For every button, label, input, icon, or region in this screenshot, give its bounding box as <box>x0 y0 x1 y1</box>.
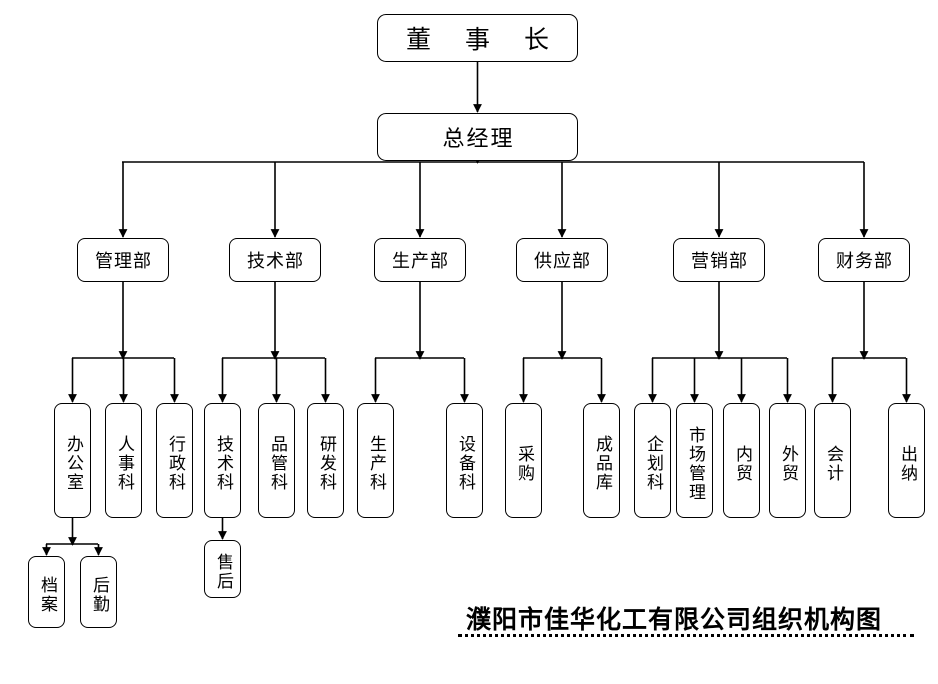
org-node-chairman: 董 事 长 <box>377 14 578 62</box>
org-node-label: 内贸 <box>732 444 752 483</box>
org-node-t_service: 售后 <box>204 540 241 598</box>
org-node-label: 售后 <box>213 553 233 591</box>
org-node-s_acct: 会计 <box>814 403 851 518</box>
org-node-label: 技术科 <box>213 435 233 492</box>
org-node-s_prodsec: 生产科 <box>357 403 394 518</box>
org-node-label: 档案 <box>37 576 57 614</box>
org-node-s_foreign: 外贸 <box>769 403 806 518</box>
org-node-label: 技术部 <box>247 251 304 272</box>
org-node-s_hr: 人事科 <box>105 403 142 518</box>
org-node-label: 成品库 <box>592 435 612 492</box>
org-node-label: 研发科 <box>316 435 336 492</box>
org-node-d_supply: 供应部 <box>516 238 608 282</box>
chart-footer-underline <box>458 634 914 637</box>
org-node-s_rd: 研发科 <box>307 403 344 518</box>
org-node-s_qc: 品管科 <box>258 403 295 518</box>
org-node-label: 市场管理 <box>685 425 705 502</box>
org-node-label: 生产部 <box>392 251 449 272</box>
org-node-label: 采购 <box>514 444 534 483</box>
org-node-label: 外贸 <box>778 444 798 483</box>
chart-footer-title: 濮阳市佳华化工有限公司组织机构图 <box>466 605 883 634</box>
org-node-d_tech: 技术部 <box>229 238 321 282</box>
org-node-label: 设备科 <box>455 435 475 492</box>
org-node-s_cashier: 出纳 <box>888 403 925 518</box>
org-node-s_office: 办公室 <box>54 403 91 518</box>
org-node-s_purch: 采购 <box>505 403 542 518</box>
org-node-label: 品管科 <box>267 435 287 492</box>
org-node-s_equip: 设备科 <box>446 403 483 518</box>
org-node-label: 营销部 <box>691 251 748 272</box>
org-node-s_adminsec: 行政科 <box>156 403 193 518</box>
org-node-d_prod: 生产部 <box>374 238 466 282</box>
org-node-s_fgwh: 成品库 <box>583 403 620 518</box>
org-node-label: 生产科 <box>366 435 386 492</box>
org-node-label: 后勤 <box>89 576 109 614</box>
org-node-s_techsec: 技术科 <box>204 403 241 518</box>
org-node-label: 供应部 <box>534 251 591 272</box>
org-node-t_logistic: 后勤 <box>80 556 117 628</box>
org-node-label: 办公室 <box>63 435 83 492</box>
org-node-d_finance: 财务部 <box>818 238 910 282</box>
org-node-s_domestic: 内贸 <box>723 403 760 518</box>
org-node-label: 财务部 <box>836 251 893 272</box>
org-node-s_market: 市场管理 <box>676 403 713 518</box>
org-node-label: 企划科 <box>643 435 663 492</box>
org-node-label: 行政科 <box>165 435 185 492</box>
org-node-label: 人事科 <box>114 435 134 492</box>
org-node-gm: 总经理 <box>377 113 578 161</box>
org-node-label: 总经理 <box>442 127 515 152</box>
org-node-s_plan: 企划科 <box>634 403 671 518</box>
org-node-label: 会计 <box>823 444 843 483</box>
org-node-label: 董 事 长 <box>406 25 562 54</box>
org-node-label: 管理部 <box>95 251 152 272</box>
org-node-label: 出纳 <box>897 444 917 483</box>
org-node-d_admin: 管理部 <box>77 238 169 282</box>
org-node-d_sales: 营销部 <box>673 238 765 282</box>
org-node-t_archive: 档案 <box>28 556 65 628</box>
